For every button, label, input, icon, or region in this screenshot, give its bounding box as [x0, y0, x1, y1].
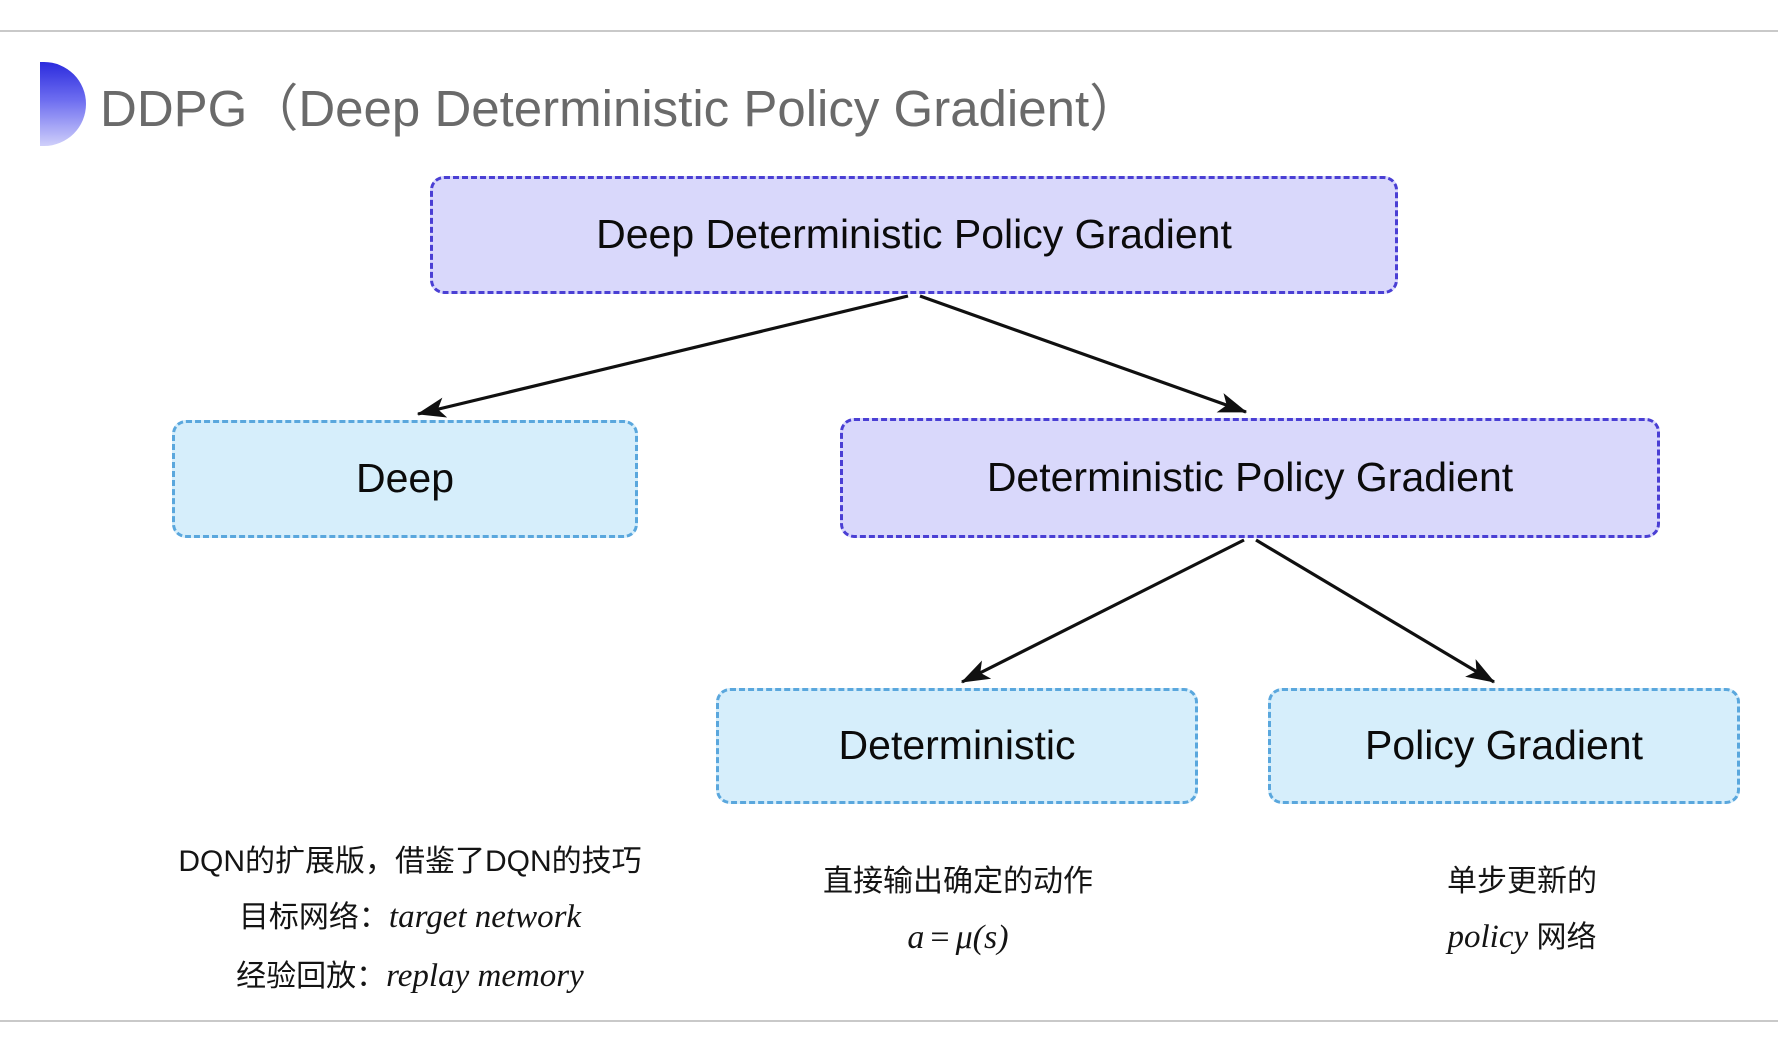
node-policy-gradient[interactable]: Policy Gradient: [1268, 688, 1740, 804]
page-title: DDPG（Deep Deterministic Policy Gradient）: [100, 80, 1141, 137]
note-deep-line2-label: 目标网络：: [238, 901, 389, 935]
node-label: Deterministic: [838, 722, 1076, 769]
note-deep-line2: 目标网络：target network: [150, 888, 670, 947]
note-deterministic: 直接输出确定的动作 a=μ(s): [778, 855, 1138, 969]
node-deep-deterministic-policy-gradient[interactable]: Deep Deterministic Policy Gradient: [430, 176, 1398, 294]
note-deep-line3-term: replay memory: [386, 958, 584, 995]
node-deterministic[interactable]: Deterministic: [716, 688, 1198, 804]
note-policy-gradient-line1: 单步更新的: [1447, 865, 1597, 898]
note-deep-line1: DQN的扩展版，借鉴了DQN的技巧: [178, 845, 642, 878]
note-deep-line2-term: target network: [388, 899, 582, 936]
slide-top-rule: [0, 30, 1778, 32]
node-deterministic-policy-gradient[interactable]: Deterministic Policy Gradient: [840, 418, 1660, 538]
node-label: Deep: [355, 455, 454, 502]
slide-bottom-rule: [0, 1020, 1778, 1022]
edge-dpg-to-deterministic: [960, 538, 1245, 684]
formula-lhs: a: [907, 919, 925, 957]
formula-operator: =: [930, 919, 950, 957]
note-deep-line3-label: 经验回放：: [236, 960, 387, 994]
note-deep: DQN的扩展版，借鉴了DQN的技巧 目标网络：target network 经验…: [150, 835, 670, 1006]
note-deep-line3: 经验回放：replay memory: [150, 947, 670, 1006]
slide-title-bar: DDPG（Deep Deterministic Policy Gradient）: [40, 58, 1140, 150]
node-label: Policy Gradient: [1364, 722, 1643, 769]
gradient-semicircle-icon: [40, 62, 86, 146]
note-policy-gradient: 单步更新的 policy 网络: [1352, 855, 1692, 967]
edge-root-to-dpg: [919, 294, 1248, 414]
node-label: Deterministic Policy Gradient: [986, 454, 1514, 501]
note-policy-gradient-line2: policy 网络: [1352, 908, 1692, 967]
formula-rhs: μ(s): [955, 919, 1009, 957]
note-policy-gradient-suffix: 网络: [1528, 921, 1597, 955]
edge-dpg-to-policy-gradient: [1255, 538, 1496, 684]
node-label: Deep Deterministic Policy Gradient: [596, 211, 1232, 258]
note-policy-gradient-term: policy: [1447, 919, 1529, 956]
edge-root-to-deep: [416, 294, 909, 418]
note-deterministic-line1: 直接输出确定的动作: [823, 865, 1093, 898]
node-deep[interactable]: Deep: [172, 420, 638, 538]
note-deterministic-formula: a=μ(s): [778, 908, 1138, 969]
